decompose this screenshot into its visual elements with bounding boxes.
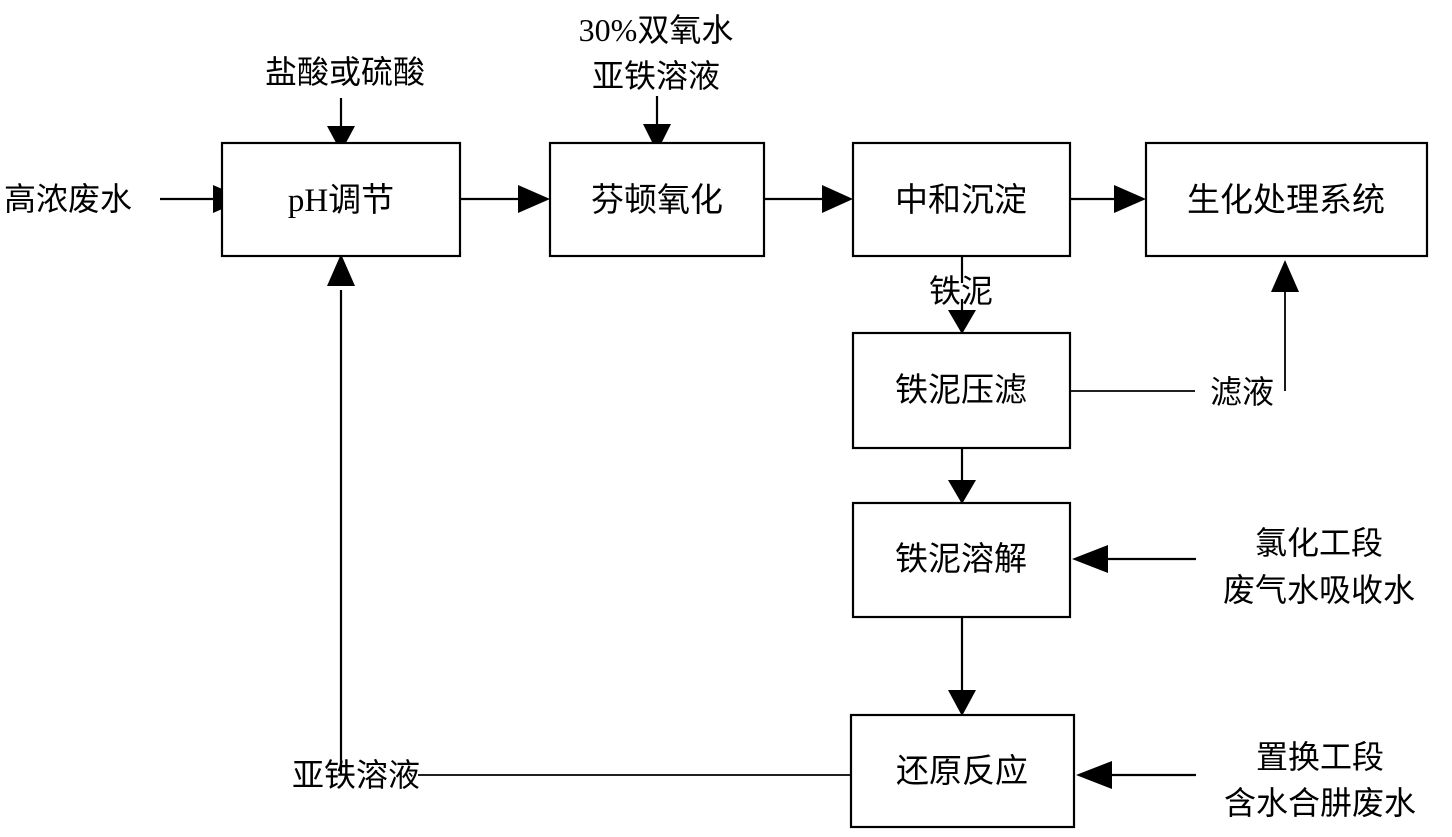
- connector-chlorination-to-dissolve: [1072, 545, 1196, 573]
- label-displacement-line2: 含水合肼废水: [1224, 785, 1416, 821]
- connector-displacement-to-reduction: [1076, 761, 1196, 789]
- label-displacement-line1: 置换工段: [1256, 739, 1384, 775]
- label-ferrous-solution: 亚铁溶液: [292, 757, 420, 793]
- box-biological-treatment-system[interactable]: 生化处理系统: [1144, 141, 1429, 258]
- box-biological-treatment-system-label: 生化处理系统: [1187, 182, 1385, 219]
- box-reduction-reaction[interactable]: 还原反应: [849, 713, 1076, 829]
- connector-fenton-to-neutralize: [764, 185, 853, 213]
- connector-peroxide-to-fenton: [643, 96, 671, 152]
- label-iron-sludge: 铁泥: [929, 273, 993, 309]
- connector-dissolve-to-reduction: [948, 617, 976, 716]
- connector-neutralize-to-biological: [1070, 185, 1146, 213]
- label-chlorination-line2: 废气水吸收水: [1223, 572, 1415, 608]
- box-fenton-oxidation[interactable]: 芬顿氧化: [548, 141, 766, 258]
- connector-neutralize-to-press: [948, 256, 976, 334]
- label-acid-input: 盐酸或硫酸: [265, 54, 425, 90]
- connector-ferrous-to-ph: [327, 254, 355, 775]
- label-influent: 高浓废水: [4, 181, 132, 217]
- connector-press-to-dissolve: [948, 448, 976, 504]
- connector-acid-to-ph: [327, 98, 355, 152]
- box-fenton-oxidation-label: 芬顿氧化: [591, 182, 723, 219]
- label-filtrate: 滤液: [1210, 374, 1274, 410]
- box-ph-adjustment-label: pH调节: [288, 183, 394, 219]
- box-neutralization-precipitation[interactable]: 中和沉淀: [851, 141, 1072, 258]
- connector-ph-to-fenton: [460, 185, 550, 213]
- box-iron-sludge-dissolution-label: 铁泥溶解: [895, 541, 1027, 578]
- label-chlorination-line1: 氯化工段: [1255, 525, 1383, 561]
- box-ph-adjustment[interactable]: pH调节: [220, 141, 462, 258]
- box-reduction-reaction-label: 还原反应: [896, 753, 1028, 790]
- label-peroxide-line1: 30%双氧水: [579, 12, 734, 48]
- box-iron-sludge-press-filtration-label: 铁泥压滤: [895, 372, 1027, 409]
- label-peroxide-line2: 亚铁溶液: [592, 58, 720, 94]
- box-neutralization-precipitation-label: 中和沉淀: [895, 182, 1027, 219]
- box-iron-sludge-press-filtration[interactable]: 铁泥压滤: [851, 331, 1072, 450]
- box-iron-sludge-dissolution[interactable]: 铁泥溶解: [851, 501, 1072, 619]
- connector-press-to-biological-filtrate: [1070, 260, 1299, 392]
